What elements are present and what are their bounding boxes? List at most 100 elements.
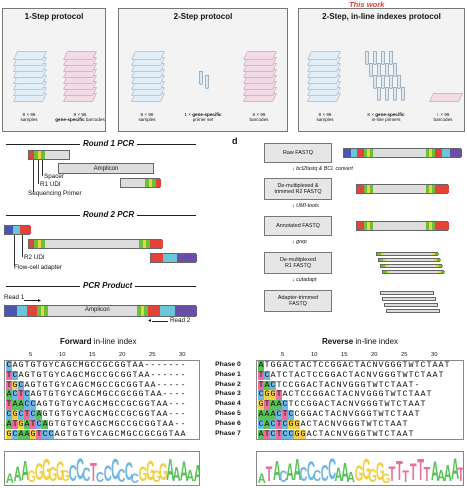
round2-heading: Round 2 PCR (80, 210, 138, 219)
raw-read-construct (343, 148, 462, 158)
logo-letter: A (186, 468, 195, 485)
logo-letter: A (172, 464, 181, 486)
round1-heading: Round 1 PCR (80, 139, 138, 148)
logo-letter: A (436, 468, 445, 485)
phase-label: Phase 3 (215, 390, 241, 398)
logo-letter: G (138, 463, 147, 486)
read2-label: Read 2 (170, 317, 191, 324)
panel-title: 2-Step, in-line indexes protocol (322, 12, 441, 21)
position-tick: 5 (281, 352, 285, 358)
position-tick: 5 (29, 352, 33, 358)
logo-letter: C (124, 458, 133, 486)
logo-letter: C (312, 468, 321, 485)
logo-letter: G (34, 459, 44, 486)
r2-trimmed-construct (356, 184, 449, 194)
forward-heading: Forward in-line index (60, 337, 137, 346)
logo-letter: C (76, 453, 85, 486)
logo-letter: C (95, 469, 105, 486)
position-tick: 10 (311, 352, 318, 358)
logo-letter: C (299, 464, 308, 486)
phase-label: Phase 7 (215, 429, 241, 437)
logo-letter: G (368, 466, 377, 486)
logo-letter: A (13, 463, 22, 486)
logo-letter: G (145, 455, 155, 486)
logo-letter: T (90, 457, 97, 486)
position-tick: 30 (431, 352, 438, 358)
step-demux-r2: De-multiplexed & trimmed R2 FASTQ (264, 178, 332, 200)
panel-letter-d: d (232, 136, 238, 146)
caption-one-plate: 1 × 96 barcodes (433, 112, 453, 123)
reverse-heading: Reverse in-line index (322, 337, 399, 346)
logo-letter: T (417, 452, 424, 486)
position-tick: 15 (89, 352, 96, 358)
logo-letter: A (341, 457, 350, 486)
position-tick: 25 (401, 352, 408, 358)
logo-letter: G (354, 461, 364, 486)
logo-letter: G (362, 454, 371, 486)
phase-label: Phase 2 (215, 380, 241, 388)
step-demux-r1: De-multiplexed R1 FASTQ (264, 252, 332, 274)
logo-letter: C (130, 470, 139, 486)
caption-inline-primers: 8 × gene-specific in-line primers (367, 112, 405, 123)
sequencing-primer-label: Sequencing Primer (28, 190, 82, 197)
logo-letter: C (307, 456, 316, 486)
logo-letter: C (69, 460, 78, 486)
phase-label: Phase 1 (215, 370, 241, 378)
round2-reverse-adapter (150, 253, 197, 263)
logo-letter: C (82, 465, 91, 486)
step-adapter-trimmed: Adapter-trimmed FASTQ (264, 290, 332, 312)
logo-letter: C (320, 460, 329, 486)
annotated-construct (356, 221, 449, 231)
amplicon: Amplicon (58, 163, 154, 174)
logo-letter: G (48, 464, 57, 486)
logo-letter: A (180, 456, 189, 486)
logo-letter: A (444, 460, 453, 486)
logo-letter: C (278, 467, 287, 486)
flow-cell-label: Flow-cell adapter (14, 264, 62, 271)
primer-tube (205, 75, 209, 89)
this-work-badge: This work (349, 0, 385, 9)
primer-tube (199, 71, 203, 85)
phase-label: Phase 6 (215, 419, 241, 427)
logo-letter: G (159, 459, 169, 486)
logo-letter: T (402, 467, 410, 486)
logo-letter: T (396, 455, 404, 486)
logo-letter: T (389, 463, 396, 486)
logo-letter: C (117, 466, 126, 486)
panel-title: 2-Step protocol (173, 12, 233, 21)
phase-label: Phase 5 (215, 410, 241, 417)
inline-primer-tubes (365, 51, 413, 105)
position-tick: 25 (149, 352, 156, 358)
logo-letter: C (103, 461, 112, 486)
phase-label: Phase 4 (215, 400, 241, 408)
logo-letter: A (257, 470, 266, 486)
tool-cutadapt: ↓ cutadapt (292, 277, 317, 283)
caption-barcodes: 8 × 96 gene-specific barcodes (55, 112, 105, 123)
logo-letter: A (286, 459, 295, 486)
logo-letter: T (265, 463, 273, 486)
logo-letter: C (111, 454, 120, 486)
round2-adapter (4, 225, 31, 235)
logo-letter: G (375, 458, 385, 486)
read2-arrow (152, 321, 168, 322)
logo-letter: G (381, 470, 390, 486)
step-annotated: Annotated FASTQ (264, 216, 332, 236)
logo-letter: G (55, 456, 65, 486)
logo-letter: G (26, 467, 36, 486)
product-amplicon-label: Amplicon (85, 307, 110, 313)
r2-udi-label: R2 UDI (24, 254, 45, 261)
caption-primer-set: 1 × gene-specific primer set (184, 112, 222, 123)
panel-title: 1-Step protocol (24, 12, 84, 21)
round1-primer (28, 150, 70, 160)
